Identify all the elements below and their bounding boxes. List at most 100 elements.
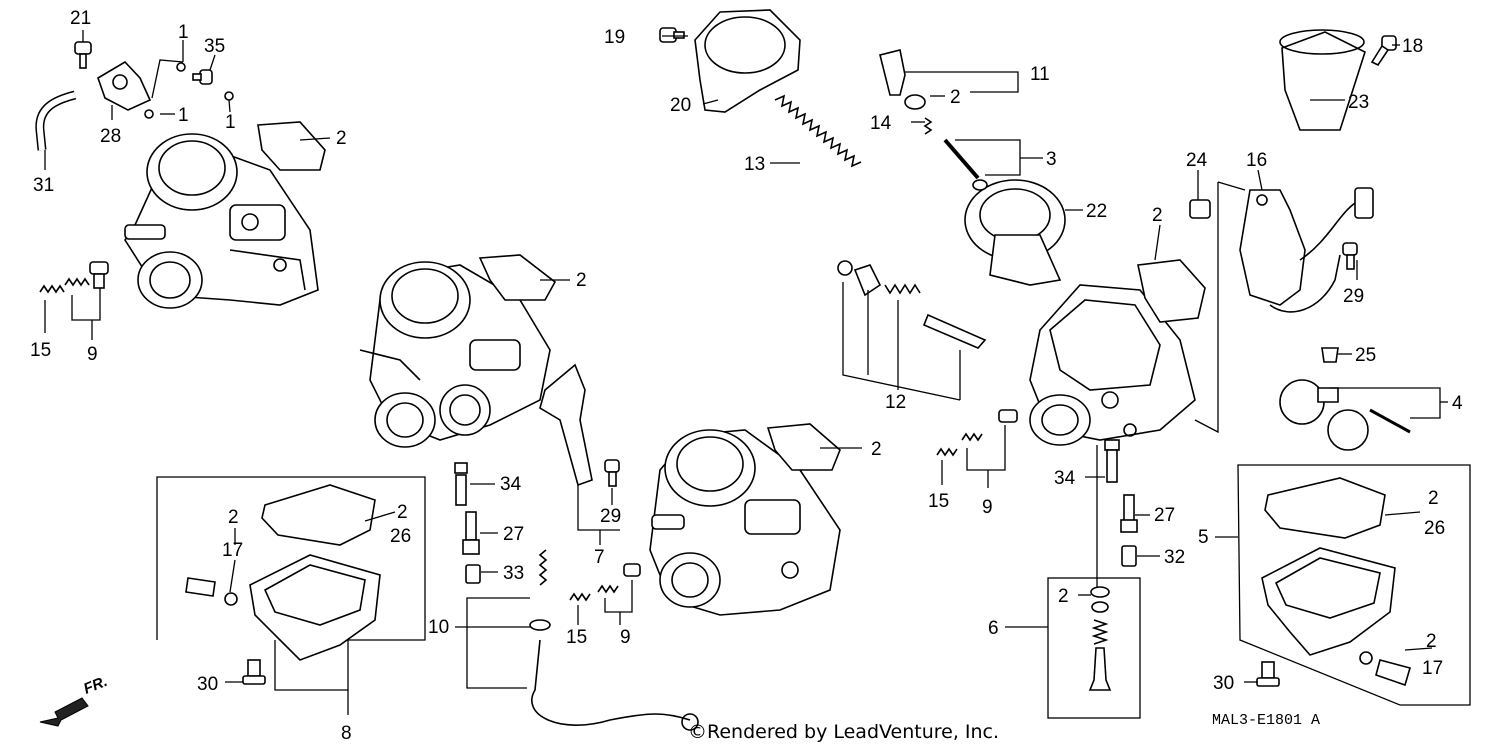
float-chamber-right [1261,547,1396,656]
label-9-right: 9 [982,497,993,518]
label-2-group8-a: 2 [228,507,239,528]
label-8: 8 [341,723,352,744]
label-5: 5 [1198,527,1209,548]
label-28: 28 [100,126,121,147]
front-arrow-icon [39,697,89,727]
screw-18 [1370,35,1397,67]
screw-17-left [185,577,238,606]
label-22: 22 [1086,201,1107,222]
label-9-left: 9 [87,344,98,365]
gasket-2-26-right [1264,477,1386,539]
label-21: 21 [70,8,91,29]
o-ring-1c [144,109,154,119]
funnel-23 [1279,29,1366,131]
label-15-right: 15 [928,491,949,512]
spring-set-right [936,409,1018,457]
label-27-right: 27 [1154,505,1175,526]
label-10: 10 [428,617,449,638]
label-26-left: 26 [390,526,411,547]
label-3: 3 [1046,149,1057,170]
label-2-group5-a: 2 [1428,488,1439,509]
group-6-box [1047,577,1141,719]
part-labels: 21 1 35 1 1 28 31 2 15 9 2 34 27 33 29 7… [30,8,1463,744]
label-14: 14 [870,113,892,134]
gasket-2-center-left [478,254,557,301]
label-35: 35 [204,36,225,57]
group-12-bracket-a [842,282,961,401]
label-12: 12 [885,392,906,413]
spring-6 [1091,619,1109,645]
label-9-center: 9 [620,627,631,648]
label-11: 11 [1030,64,1050,85]
spring-set-upper-left [39,261,109,294]
label-2-upper-left: 2 [336,128,347,149]
spring-13 [774,94,862,168]
valve-6 [1088,647,1112,691]
watermark: ©Rendered by LeadVenture, Inc. [688,721,999,743]
jet-34-right-top [1104,439,1120,451]
label-34-left: 34 [500,474,522,495]
label-29-center: 29 [600,506,621,527]
label-19: 19 [604,27,625,48]
label-4: 4 [1452,393,1463,414]
label-6: 6 [988,618,999,639]
group-5-outline [1237,464,1471,706]
label-15-center: 15 [566,627,587,648]
label-1-top: 1 [178,22,189,43]
gasket-2-right [1137,259,1206,323]
cap-set-4 [1279,379,1411,451]
hose-31 [35,90,77,151]
pilot-screw-12 [922,313,987,349]
label-30-right: 30 [1213,673,1234,694]
adjuster-11 [879,49,926,110]
diagram-code: MAL3-E1801 A [1212,712,1320,729]
screw-19 [659,27,685,43]
spring-set-center [569,563,641,602]
label-17-left: 17 [222,540,243,561]
label-33: 33 [503,563,524,584]
carburetor-body-right [1029,284,1196,446]
spring-12 [884,283,921,295]
screw-21 [74,41,92,69]
label-2-group6: 2 [1058,586,1069,607]
label-29-right: 29 [1343,286,1364,307]
label-2-right: 2 [1152,205,1163,226]
leader-16-body [1194,182,1219,434]
label-13: 13 [744,154,765,175]
jet-33 [465,564,481,584]
label-7: 7 [594,547,605,568]
needle-set-3 [943,138,988,191]
jet-27 [465,511,477,541]
group-8-outline [156,476,426,691]
washer-6b [1091,601,1109,613]
label-2-center: 2 [871,439,882,460]
label-1-right: 1 [225,112,236,133]
spring-14 [923,117,933,135]
o-ring-1b [224,91,234,101]
label-2-needle: 2 [950,87,961,108]
carburetor-body-center [649,429,841,616]
label-2-group8-b: 2 [397,502,408,523]
label-16: 16 [1246,150,1267,171]
bolt-30-left [242,659,266,685]
screw-35 [192,69,213,85]
cable-end-10 [681,713,699,731]
bracket-7 [539,363,593,487]
front-label: FR. [81,673,110,698]
label-23: 23 [1348,92,1369,113]
piston-22 [964,179,1066,286]
sensor-16 [1239,187,1374,313]
label-17-right: 17 [1422,658,1443,679]
label-31: 31 [33,175,54,196]
valve-28 [97,60,152,111]
group-10-bracket [466,597,530,689]
label-32: 32 [1164,547,1185,568]
gasket-2-26-left [261,484,376,546]
needle-jet-34 [455,474,467,506]
plug-12 [853,264,882,297]
gasket-2-center [766,423,841,471]
label-26-right: 26 [1424,518,1445,539]
carburetor-body-upper-left [124,133,319,309]
label-1-mid: 1 [178,105,189,126]
